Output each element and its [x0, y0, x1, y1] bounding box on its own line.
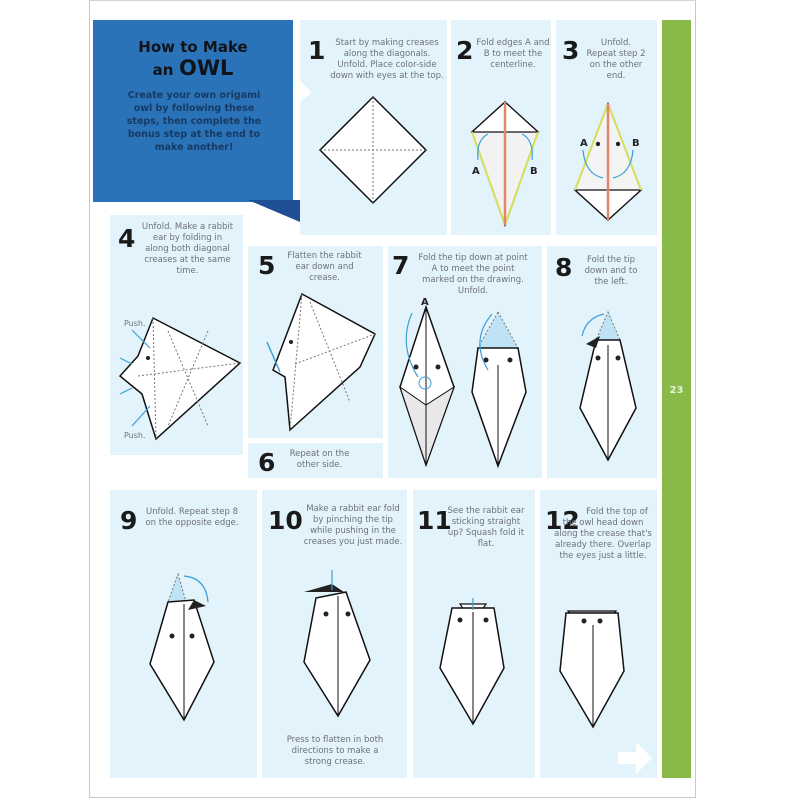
- step-5-flatten-diagram-icon: [266, 292, 376, 432]
- page-sidebar-strip: [662, 20, 691, 778]
- step-2-kite-diagram-icon: [470, 100, 540, 228]
- intro-banner-fold: [248, 200, 300, 222]
- step-2-number: 2: [456, 36, 474, 65]
- step-1-square-diagram-icon: [318, 95, 428, 205]
- step-7-owl-diagram-b-icon: [471, 310, 527, 469]
- intro-title-line1: How to Make: [138, 38, 248, 56]
- next-page-arrow-icon[interactable]: [618, 742, 652, 774]
- step-6-number: 6: [258, 448, 276, 477]
- step-10-owl-diagram-icon: [303, 570, 371, 718]
- step-6-panel: [248, 443, 383, 478]
- step-10-note: Press to flatten in both directions to m…: [286, 735, 384, 767]
- step-9-text: Unfold. Repeat step 8 on the opposite ed…: [145, 507, 239, 528]
- step-2-label-b: B: [530, 166, 538, 177]
- step-11-owl-diagram-icon: [439, 598, 505, 726]
- step-6-text: Repeat on the other side.: [289, 449, 350, 470]
- step-12-owl-diagram-icon: [559, 610, 625, 729]
- step-4-rabbit-ear-diagram-icon: [118, 316, 242, 441]
- step-3-label-a: A: [580, 138, 588, 149]
- step-8-text: Fold the tip down and to the left.: [584, 255, 638, 287]
- step-2-label-a: A: [472, 166, 480, 177]
- step-8-number: 8: [555, 253, 573, 282]
- step-12-text: Fold the top of the owl head down along …: [554, 507, 652, 561]
- intro-title-emphasis: OWL: [178, 56, 234, 80]
- step-11-text: See the rabbit ear sticking straight up?…: [447, 506, 525, 549]
- step-4-push-label-top: Push.: [124, 319, 146, 328]
- step-11-number: 11: [417, 506, 452, 535]
- step-9-number: 9: [120, 506, 138, 535]
- step-8-owl-diagram-icon: [579, 310, 637, 462]
- step-3-text: Unfold. Repeat step 2 on the other end.: [586, 38, 646, 81]
- step-4-number: 4: [118, 224, 136, 253]
- step-12-number: 12: [545, 506, 580, 535]
- step-3-number: 3: [562, 36, 580, 65]
- step-7-label-a: A: [421, 297, 429, 308]
- step-1-number: 1: [308, 36, 326, 65]
- step-10-number: 10: [268, 506, 303, 535]
- step-3-kite-diagram-icon: [573, 101, 643, 222]
- intro-title-prefix: an: [152, 61, 174, 79]
- step-2-text: Fold edges A and B to meet the centerlin…: [476, 38, 550, 70]
- step-7-number: 7: [392, 251, 410, 280]
- intro-description: Create your own origami owl by following…: [126, 90, 262, 153]
- page-number: 23: [669, 385, 684, 396]
- step-1-text: Start by making creases along the diagon…: [330, 38, 444, 81]
- step-5-text: Flatten the rabbit ear down and crease.: [287, 251, 362, 283]
- intro-title-line2: an OWL: [93, 56, 293, 82]
- step-4-text: Unfold. Make a rabbit ear by folding in …: [141, 222, 234, 276]
- step-10-text: Make a rabbit ear fold by pinching the t…: [303, 504, 403, 547]
- step-5-number: 5: [258, 251, 276, 280]
- step-3-label-b: B: [632, 138, 640, 149]
- step-7-owl-diagram-a-icon: [399, 304, 455, 468]
- step-9-owl-diagram-icon: [149, 572, 215, 722]
- step-4-push-label-bottom: Push.: [124, 431, 146, 440]
- intro-banner: [93, 20, 293, 202]
- step-7-text: Fold the tip down at point A to meet the…: [418, 253, 528, 296]
